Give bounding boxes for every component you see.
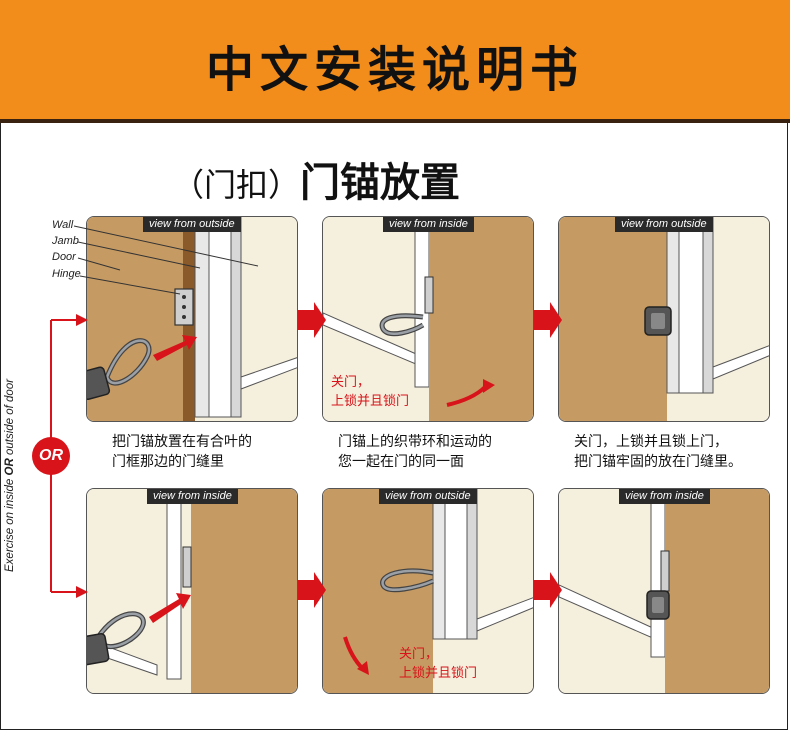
red-note-step2: 关门， 上锁并且锁门 (331, 373, 409, 411)
caption-step2-line2: 您一起在门的同一面 (338, 454, 464, 470)
panel-step4-illustration (87, 489, 297, 693)
caption-step2-line1: 门锚上的织带环和运动的 (338, 434, 492, 450)
caption-step1-line1: 把门锚放置在有合叶的 (112, 434, 252, 450)
caption-step3: 关门，上锁并且锁上门， 把门锚牢固的放在门缝里。 (574, 432, 742, 472)
view-tag-step6: view from inside (619, 489, 710, 504)
caption-step2: 门锚上的织带环和运动的 您一起在门的同一面 (338, 432, 492, 472)
view-tag-step4: view from inside (147, 489, 238, 504)
panel-step6-inside: view from inside (558, 488, 770, 694)
label-door: Door (52, 251, 76, 263)
caption-step3-line2: 把门锚牢固的放在门缝里。 (574, 454, 742, 470)
caption-step1: 把门锚放置在有合叶的 门框那边的门缝里 (112, 432, 252, 472)
red-note-step5: 关门， 上锁并且锁门 (399, 645, 477, 683)
label-wall: Wall (52, 219, 74, 231)
red-note-step2-line1: 关门， (331, 375, 371, 390)
panel-step6-illustration (559, 489, 769, 693)
side-text-or: OR (4, 458, 16, 476)
label-hinge: Hinge (52, 268, 81, 280)
red-note-step2-line2: 上锁并且锁门 (331, 394, 410, 409)
side-vertical-text: Exercise on inside OR outside of door (4, 352, 20, 572)
panel-step3-outside: view from outside (558, 216, 770, 422)
header-title: 中文安装说明书 (205, 42, 584, 98)
view-tag-step3: view from outside (615, 217, 713, 232)
panel-step2-inside: view from inside 关门， 上锁并且锁门 (322, 216, 534, 422)
panel-step5-illustration (323, 489, 533, 693)
label-jamb: Jamb (52, 235, 79, 247)
caption-step1-line2: 门框那边的门缝里 (112, 454, 224, 470)
panel-step3-illustration (559, 217, 769, 421)
panel-step4-inside: view from inside (86, 488, 298, 694)
or-badge: OR (32, 437, 70, 475)
red-note-step5-line1: 关门， (399, 647, 439, 662)
panel-step1-outside: view from outside (86, 216, 298, 422)
red-note-step5-line2: 上锁并且锁门 (399, 666, 478, 681)
caption-step3-line1: 关门，上锁并且锁上门， (574, 434, 728, 450)
panel-step1-illustration (87, 217, 297, 421)
side-text-after: outside of door (4, 378, 16, 459)
panel-step5-outside: view from outside 关门， 上锁并且锁门 (322, 488, 534, 694)
section-title-paren: （门扣） (172, 166, 301, 204)
side-text-before: Exercise on inside (4, 475, 16, 572)
view-tag-step2: view from inside (383, 217, 474, 232)
view-tag-step5: view from outside (379, 489, 477, 504)
header-band: 中文安装说明书 (0, 0, 790, 123)
view-tag-step1: view from outside (143, 217, 241, 232)
section-title: （门扣）门锚放置 (172, 150, 460, 208)
panel-step2-illustration (323, 217, 533, 421)
section-title-main: 门锚放置 (300, 160, 461, 206)
